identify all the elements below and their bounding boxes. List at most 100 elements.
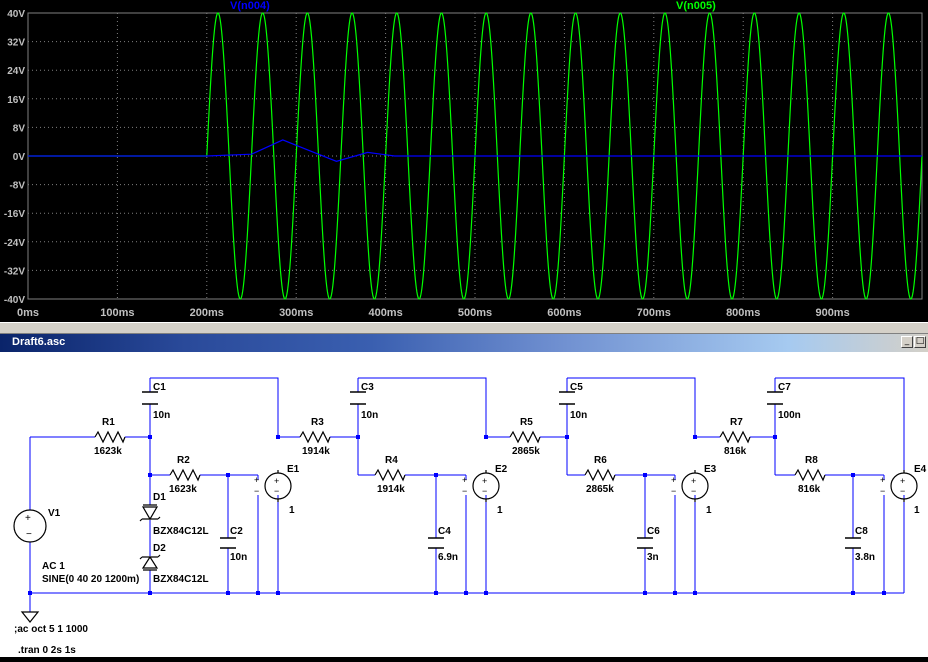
directive-ac: ;ac oct 5 1 1000 xyxy=(14,624,88,635)
maximize-button[interactable]: □ xyxy=(914,336,926,348)
value-E1: 1 xyxy=(289,505,295,516)
R1-zigzag[interactable] xyxy=(94,430,126,444)
value-R3: 1914k xyxy=(302,446,330,457)
C2-symbol[interactable] xyxy=(220,537,236,549)
value-R7: 816k xyxy=(724,446,747,457)
svg-text:−: − xyxy=(900,486,905,496)
label-R3: R3 xyxy=(311,417,324,428)
label-R8: R8 xyxy=(805,455,818,466)
x-tick-label: 300ms xyxy=(279,307,313,319)
schematic-drawing[interactable]: + − +− +− +− +− +− +− +− +− xyxy=(0,352,928,657)
C5-symbol[interactable] xyxy=(559,391,575,405)
R3-zigzag[interactable] xyxy=(299,430,331,444)
y-tick-label: -24V xyxy=(4,238,25,249)
value-V1: AC 1 xyxy=(42,561,65,572)
value-D2: BZX84C12L xyxy=(153,574,209,585)
value-R2: 1623k xyxy=(169,484,197,495)
label-V1: V1 xyxy=(48,508,61,519)
R6-zigzag[interactable] xyxy=(584,468,616,482)
value-R5: 2865k xyxy=(512,446,540,457)
svg-text:+: + xyxy=(462,475,467,485)
minimize-button[interactable]: _ xyxy=(901,336,913,348)
C7-symbol[interactable] xyxy=(767,391,783,405)
value-R6: 2865k xyxy=(586,484,614,495)
svg-text:+: + xyxy=(900,476,905,486)
label-C1: C1 xyxy=(153,382,166,393)
label-C5: C5 xyxy=(570,382,583,393)
value-C5: 10n xyxy=(570,410,587,421)
y-tick-label: 24V xyxy=(7,66,25,77)
schematic-canvas[interactable]: + − +− +− +− +− +− +− +− +− xyxy=(0,352,928,657)
R4-zigzag[interactable] xyxy=(374,468,406,482)
x-tick-label: 400ms xyxy=(368,307,402,319)
label-D2: D2 xyxy=(153,543,166,554)
C8-symbol[interactable] xyxy=(845,537,861,549)
label-R1: R1 xyxy=(102,417,115,428)
label-C4: C4 xyxy=(438,526,451,537)
ground-symbol xyxy=(20,611,40,623)
svg-text:−: − xyxy=(274,486,279,496)
svg-text:+: + xyxy=(254,475,259,485)
E2-symbol[interactable] xyxy=(472,470,500,502)
R8-zigzag[interactable] xyxy=(794,468,826,482)
R7-zigzag[interactable] xyxy=(719,430,751,444)
E1-symbol[interactable] xyxy=(264,470,292,502)
V1-source[interactable]: + − xyxy=(13,509,47,543)
y-tick-label: -32V xyxy=(4,266,25,277)
value-C2: 10n xyxy=(230,552,247,563)
x-tick-label: 900ms xyxy=(815,307,849,319)
svg-text:−: − xyxy=(26,529,32,540)
capacitors xyxy=(142,391,861,549)
E3-symbol[interactable] xyxy=(681,470,709,502)
C6-symbol[interactable] xyxy=(637,537,653,549)
D2-symbol[interactable] xyxy=(139,554,161,571)
pane-splitter[interactable] xyxy=(0,322,928,334)
plot-traces xyxy=(28,12,923,300)
y-tick-label: -16V xyxy=(4,209,25,220)
svg-text:+: + xyxy=(274,476,279,486)
R2-zigzag[interactable] xyxy=(169,468,201,482)
C3-symbol[interactable] xyxy=(350,391,366,405)
value-C7: 100n xyxy=(778,410,801,421)
x-tick-label: 600ms xyxy=(547,307,581,319)
E4-symbol[interactable] xyxy=(890,470,918,502)
y-tick-label: 16V xyxy=(7,95,25,106)
label-R2: R2 xyxy=(177,455,190,466)
svg-text:+: + xyxy=(880,475,885,485)
resistors xyxy=(94,430,826,482)
y-tick-label: -8V xyxy=(9,181,25,192)
trace-n004-line[interactable] xyxy=(28,139,922,162)
component-labels: C1 10n C3 10n C5 10n C7 100n R1 1623k R2… xyxy=(14,382,927,656)
svg-text:+: + xyxy=(691,476,696,486)
label-E4: E4 xyxy=(914,464,927,475)
svg-text:−: − xyxy=(671,486,676,496)
window-titlebar[interactable]: Draft6.asc _ □ xyxy=(0,334,928,352)
label-E1: E1 xyxy=(287,464,300,475)
diodes xyxy=(139,504,161,571)
label-R6: R6 xyxy=(594,455,607,466)
label-E2: E2 xyxy=(495,464,508,475)
window-title: Draft6.asc xyxy=(12,336,66,348)
trace-label-n004[interactable]: V(n004) xyxy=(230,0,270,12)
value-R1: 1623k xyxy=(94,446,122,457)
x-tick-label: 0ms xyxy=(17,307,39,319)
dependent-sources xyxy=(264,470,918,502)
value-C6: 3n xyxy=(647,552,659,563)
D1-symbol[interactable] xyxy=(139,504,161,522)
svg-text:−: − xyxy=(880,486,885,496)
C1-symbol[interactable] xyxy=(142,391,158,405)
directive-tran: .tran 0 2s 1s xyxy=(18,645,76,656)
value-R4: 1914k xyxy=(377,484,405,495)
R5-zigzag[interactable] xyxy=(509,430,541,444)
x-tick-label: 800ms xyxy=(726,307,760,319)
trace-label-n005[interactable]: V(n005) xyxy=(676,0,716,12)
C4-symbol[interactable] xyxy=(428,537,444,549)
x-tick-label: 200ms xyxy=(190,307,224,319)
value-C4: 6.9n xyxy=(438,552,458,563)
x-tick-label: 100ms xyxy=(100,307,134,319)
label-C6: C6 xyxy=(647,526,660,537)
